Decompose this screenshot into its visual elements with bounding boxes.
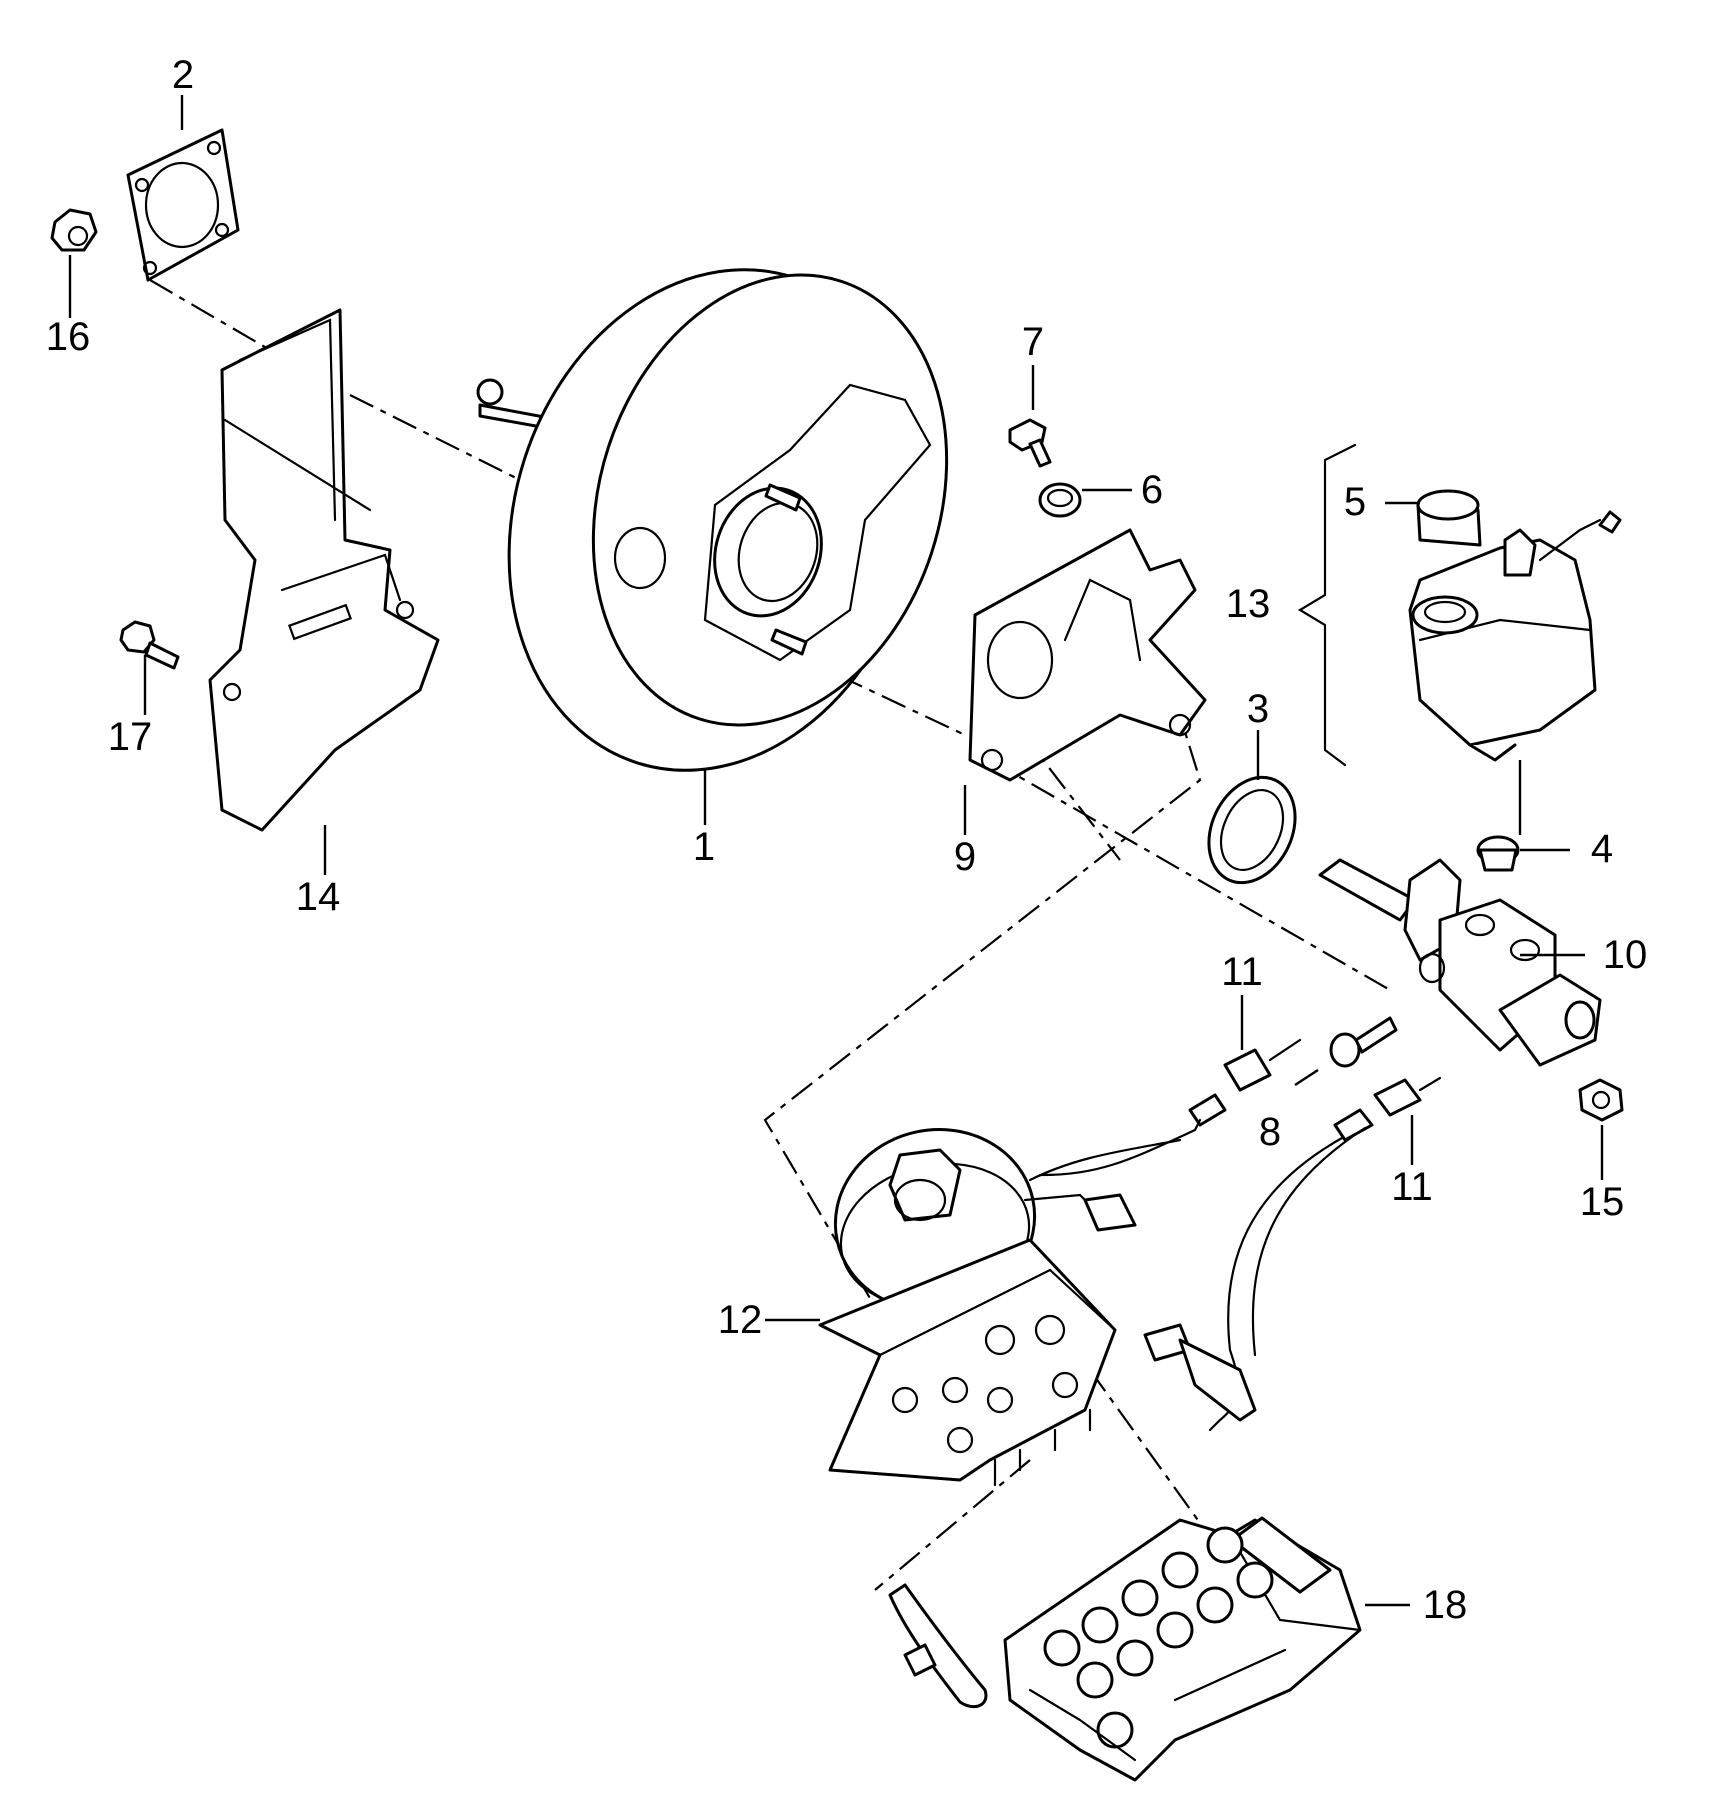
callout-13: 13 bbox=[1226, 582, 1271, 626]
callout-11-upper: 11 bbox=[1221, 950, 1263, 994]
callout-10: 10 bbox=[1603, 933, 1648, 977]
part-9-mounting-plate bbox=[968, 528, 1207, 782]
bracket-13 bbox=[1297, 443, 1357, 767]
part-17-bolt bbox=[119, 620, 180, 670]
callout-5: 5 bbox=[1344, 480, 1366, 524]
callout-labels: 1 2 3 4 5 6 7 8 9 10 11 11 12 13 14 15 1… bbox=[46, 53, 1648, 1627]
callout-3: 3 bbox=[1247, 687, 1269, 731]
part-8-bolt bbox=[1329, 1016, 1398, 1068]
part-14-bracket bbox=[208, 308, 440, 832]
part-6-bush bbox=[1038, 482, 1082, 518]
part-10-master-cylinder bbox=[1318, 858, 1602, 1067]
part-2-gasket bbox=[126, 128, 240, 282]
part-3-seal bbox=[1207, 775, 1297, 885]
assembly-lines bbox=[149, 279, 1391, 1591]
callout-6: 6 bbox=[1141, 468, 1163, 512]
part-7-bolt bbox=[1008, 418, 1052, 468]
callout-8: 8 bbox=[1259, 1110, 1281, 1154]
callout-4: 4 bbox=[1591, 827, 1613, 871]
callout-2: 2 bbox=[172, 53, 194, 97]
leader-lines bbox=[68, 95, 1604, 1607]
callout-14: 14 bbox=[296, 875, 341, 919]
part-5-cap bbox=[1416, 489, 1482, 547]
callout-1: 1 bbox=[693, 825, 715, 869]
part-15-nut bbox=[1578, 1078, 1624, 1122]
part-18-control-unit bbox=[1003, 1516, 1362, 1782]
part-1-brake-booster bbox=[476, 268, 949, 772]
callout-12: 12 bbox=[718, 1298, 763, 1342]
callout-7: 7 bbox=[1022, 320, 1044, 364]
part-4-grommet bbox=[1476, 835, 1520, 872]
hose bbox=[888, 1583, 988, 1709]
part-16-nut bbox=[50, 208, 98, 252]
callout-9: 9 bbox=[954, 835, 976, 879]
callout-16: 16 bbox=[46, 315, 91, 359]
callout-17: 17 bbox=[108, 715, 153, 759]
callout-18: 18 bbox=[1423, 1583, 1468, 1627]
part-12-abs-unit bbox=[818, 1128, 1257, 1487]
callout-15: 15 bbox=[1580, 1180, 1625, 1224]
part-13-reservoir bbox=[1408, 510, 1622, 762]
part-11-brake-lines bbox=[1038, 1038, 1442, 1432]
callout-11-lower: 11 bbox=[1391, 1165, 1433, 1209]
